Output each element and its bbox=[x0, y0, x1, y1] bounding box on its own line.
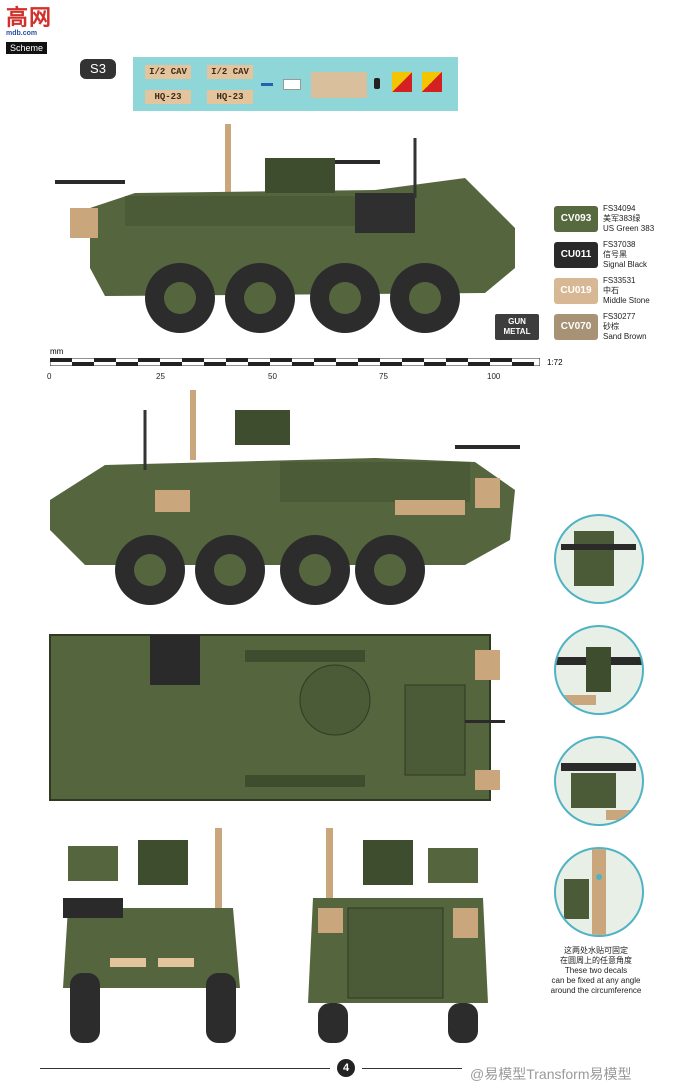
color-code: CV070 bbox=[560, 321, 592, 332]
decal-sheet: I/2 CAV I/2 CAV HQ-23 HQ-23 bbox=[133, 57, 458, 111]
watermark: @易模型Transform易模型 bbox=[470, 1066, 632, 1082]
color-en: US Green 383 bbox=[603, 224, 655, 233]
color-label-cu019: FS33531 中石 Middle Stone bbox=[603, 276, 650, 306]
color-code: CV093 bbox=[560, 213, 592, 224]
decal-small-flag bbox=[283, 79, 301, 90]
color-swatch-cv093: CV093 bbox=[554, 206, 598, 232]
color-fs: FS34094 bbox=[603, 204, 636, 213]
scale-bar bbox=[50, 358, 540, 366]
vehicle-side-view-right bbox=[50, 390, 520, 605]
gun-metal-swatch: GUN METAL bbox=[495, 314, 539, 340]
vehicle-top-view bbox=[49, 634, 505, 801]
detail-circle-3 bbox=[554, 736, 644, 826]
machine-gun bbox=[455, 445, 520, 449]
color-label-cu011: FS37038 信号黑 Signal Black bbox=[603, 240, 647, 270]
scale-ratio: 1:72 bbox=[547, 358, 563, 367]
antenna-mast bbox=[225, 124, 231, 194]
decal-cav-2: I/2 CAV bbox=[207, 65, 253, 79]
scale-unit: mm bbox=[50, 347, 64, 356]
note-cn-2: 在圆周上的任意角度 bbox=[560, 956, 632, 965]
footer-rule-left bbox=[40, 1068, 330, 1069]
antenna-mast bbox=[190, 390, 196, 460]
color-swatch-cu011: CU011 bbox=[554, 242, 598, 268]
detail-circle-1 bbox=[554, 514, 644, 604]
turret bbox=[235, 410, 290, 445]
color-fs: FS37038 bbox=[603, 240, 636, 249]
logo-site: mdb.com bbox=[6, 30, 38, 37]
decal-marker-2 bbox=[422, 72, 442, 92]
scale-tick-0: 0 bbox=[47, 372, 52, 381]
note-en-3: around the circumference bbox=[550, 986, 642, 995]
color-en: Signal Black bbox=[603, 260, 648, 269]
color-cn: 砂棕 bbox=[603, 322, 619, 331]
decal-hq-2: HQ-23 bbox=[207, 90, 253, 104]
note-en-1: These two decals bbox=[564, 966, 628, 975]
color-label-cv093: FS34094 美军383绿 US Green 383 bbox=[603, 204, 654, 234]
color-cn: 信号黑 bbox=[603, 250, 627, 259]
vehicle-side-view-left bbox=[55, 124, 515, 333]
scale-tick-75: 75 bbox=[379, 372, 388, 381]
color-cn: 中石 bbox=[603, 286, 619, 295]
scale-tick-25: 25 bbox=[156, 372, 165, 381]
gun-metal-line1: GUN bbox=[508, 317, 526, 326]
footer-rule-right bbox=[362, 1068, 462, 1069]
decal-marker-1 bbox=[392, 72, 412, 92]
decal-tan-panel bbox=[311, 72, 367, 98]
logo-title: 高网 bbox=[6, 5, 53, 30]
decal-small-blue bbox=[261, 83, 273, 86]
color-swatch-cu019: CU019 bbox=[554, 278, 598, 304]
scale-tick-100: 100 bbox=[487, 372, 501, 381]
color-fs: FS30277 bbox=[603, 312, 636, 321]
detail-circle-4 bbox=[554, 847, 644, 937]
machine-gun bbox=[55, 180, 125, 184]
note-cn-1: 这两处水贴可固定 bbox=[564, 946, 628, 955]
vehicle-rear-view bbox=[308, 828, 488, 1043]
color-fs: FS33531 bbox=[603, 276, 636, 285]
gun-metal-line2: METAL bbox=[503, 327, 531, 336]
page-number: 4 bbox=[337, 1059, 355, 1077]
decal-hq-1: HQ-23 bbox=[145, 90, 191, 104]
turret bbox=[138, 840, 188, 885]
color-swatch-cv070: CV070 bbox=[554, 314, 598, 340]
color-cn: 美军383绿 bbox=[603, 214, 641, 223]
color-code: CU011 bbox=[560, 249, 592, 260]
scale-tick-50: 50 bbox=[268, 372, 277, 381]
color-en: Sand Brown bbox=[603, 332, 647, 341]
logo-tag: Scheme bbox=[6, 42, 48, 54]
decal-note: 这两处水贴可固定 在圆周上的任意角度 These two decals can … bbox=[540, 946, 652, 996]
site-logo: 高网 mdb.com Scheme bbox=[6, 5, 68, 54]
note-en-2: can be fixed at any angle bbox=[551, 976, 641, 985]
scheme-badge: S3 bbox=[80, 59, 116, 79]
decal-cav-1: I/2 CAV bbox=[145, 65, 191, 79]
decal-black-tag bbox=[374, 78, 380, 89]
turret bbox=[265, 158, 335, 193]
detail-circle-2 bbox=[554, 625, 644, 715]
color-code: CU019 bbox=[560, 285, 592, 296]
vehicle-front-view bbox=[63, 828, 240, 1043]
color-label-cv070: FS30277 砂棕 Sand Brown bbox=[603, 312, 647, 342]
color-en: Middle Stone bbox=[603, 296, 650, 305]
turret bbox=[363, 840, 413, 885]
